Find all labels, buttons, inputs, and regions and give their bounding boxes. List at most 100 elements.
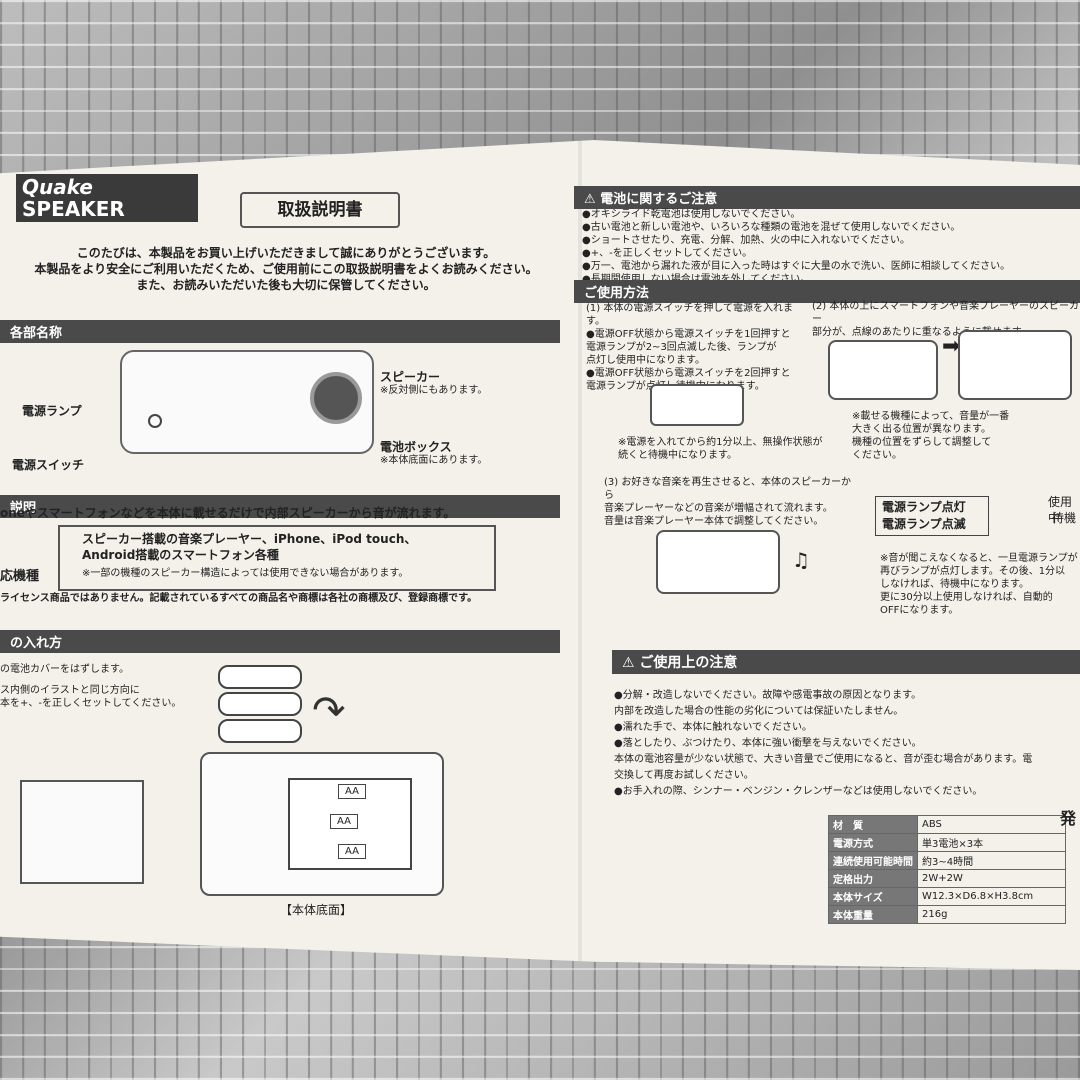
unit-bottom-illustration: AA AA AA: [200, 752, 444, 896]
note-line: 更に30分以上使用しなければ、自動的: [880, 592, 1053, 603]
manual-title: 取扱説明書: [240, 192, 400, 228]
paper-fold: [578, 140, 582, 970]
brand-logo: Quake SPEAKER: [16, 174, 198, 222]
note-line: 機種の位置をずらして調整して: [852, 437, 992, 448]
usage-caution-header: ⚠ ご使用上の注意: [612, 650, 1080, 674]
step-line: ●電源OFF状態から電源スイッチを2回押すと: [586, 368, 791, 379]
logo-line2: SPEAKER: [22, 197, 125, 221]
spec-value: ABS: [917, 815, 1066, 834]
speaker-cone-icon: [310, 372, 362, 424]
battery-caution-title: 電池に関するご注意: [600, 192, 718, 207]
list-item: 内部を改造した場合の性能の劣化については保証いたしません。: [614, 706, 904, 717]
list-item: ●万一、電池から漏れた液が目に入った時はすぐに大量の水で洗い、医師に相談してくだ…: [582, 261, 1011, 272]
speaker-illustration: [120, 350, 374, 454]
phone-placed-sketch: [958, 330, 1072, 400]
spec-value: 2W+2W: [917, 869, 1066, 888]
table-row: 連続使用可能時間約3~4時間: [828, 851, 1066, 870]
usage-caution-list: ●分解・改造しないでください。故障や感電事故の原因となります。 内部を改造した場…: [614, 688, 1080, 800]
spec-value: 単3電池×3本: [917, 833, 1066, 852]
lamp-on-label: 電源ランプ点灯: [882, 500, 966, 514]
compat-line: Android搭載のスマートフォン各種: [82, 548, 279, 562]
list-item: ●ショートさせたり、充電、分解、加熱、火の中に入れないでください。: [582, 235, 911, 246]
speaker-sketch: [650, 384, 744, 426]
usage-header: ご使用方法: [574, 280, 1080, 303]
step-3: (3) お好きな音楽を再生させると、本体のスピーカーから 音楽プレーヤーなどの音…: [604, 476, 854, 528]
battery-icon: [218, 665, 302, 689]
spec-key: 定格出力: [828, 869, 918, 888]
spec-key: 材 質: [828, 815, 918, 834]
aa-label: AA: [338, 784, 366, 799]
lamp-blink-label: 電源ランプ点滅: [882, 517, 966, 531]
description-header: 説明: [0, 495, 560, 518]
compat-line: スピーカー搭載の音楽プレーヤー、iPhone、iPod touch、: [82, 532, 417, 546]
step-line: 音量は音楽プレーヤー本体で調整してください。: [604, 516, 824, 527]
description-text: oneやスマートフォンなどを本体に載せるだけで内部スピーカーから音が流れます。: [0, 506, 456, 520]
note-line: 大きく出る位置が異なります。: [852, 424, 991, 435]
step-1-note: ※電源を入れてから約1分以上、無操作状態が 続くと待機中になります。: [618, 436, 828, 462]
battery-step: 本を+、-を正しくセットしてください。: [0, 698, 182, 709]
label-speaker-note: ※反対側にもあります。: [380, 385, 488, 396]
compat-note: ※一部の機種のスピーカー構造によっては使用できない場合があります。: [82, 568, 409, 579]
step-line: 部分が、点線のあたりに重なるように載せます。: [812, 327, 1031, 338]
list-item: ●オキシライド乾電池は使用しないでください。: [582, 209, 801, 220]
step-line: 電源ランプが2~3回点滅した後、ランプが: [586, 342, 777, 353]
instruction-sheet: Quake SPEAKER 取扱説明書 このたびは、本製品をお買い上げいただきま…: [0, 140, 1080, 970]
battery-step: ス内側のイラストと同じ方向に: [0, 685, 140, 696]
list-item: ●長期間使用しない場合は電池を外してください。: [582, 273, 1072, 286]
step-line: 音楽プレーヤーなどの音楽が増幅されて流れます。: [604, 503, 833, 514]
aa-label: AA: [330, 814, 358, 829]
step-1: (1) 本体の電源スイッチを押して電源を入れます。 ●電源OFF状態から電源スイ…: [586, 302, 811, 393]
list-item: ●お手入れの際、シンナー・ベンジン・クレンザーなどは使用しないでください。: [614, 786, 983, 797]
license-text: ライセンス商品ではありません。記載されているすべての商品名や商標は各社の商標及び…: [0, 593, 478, 604]
note-line: ください。: [852, 450, 902, 461]
intro-line: このたびは、本製品をお買い上げいただきまして誠にありがとうございます。: [76, 246, 496, 260]
side-glyph: 発: [1060, 809, 1077, 828]
step-2: (2) 本体の上にスマートフォンや音楽プレーヤーのスピーカー 部分が、点線のあた…: [812, 300, 1080, 339]
battery-icon: [218, 719, 302, 743]
list-item: ●濡れた手で、本体に触れないでください。: [614, 722, 813, 733]
compat-label: 応機種: [0, 569, 40, 584]
note-line: ※載せる機種によって、音量が一番: [852, 411, 1010, 422]
label-power-switch: 電源スイッチ: [12, 458, 85, 472]
step-line: 点灯し使用中になります。: [586, 355, 705, 366]
step-line: (1) 本体の電源スイッチを押して電源を入れます。: [586, 303, 794, 327]
list-item: ●古い電池と新しい電池や、いろいろな種類の電池を混ぜて使用しないでください。: [582, 222, 961, 233]
note-line: 再びランプが点灯します。その後、1分以: [880, 566, 1066, 577]
logo-line1: Quake: [22, 175, 93, 199]
power-switch-icon: [148, 414, 162, 428]
battery-icon: [218, 692, 302, 716]
intro-line: また、お読みいただいた後も大切に保管してください。: [136, 278, 436, 292]
step-line: (3) お好きな音楽を再生させると、本体のスピーカーから: [604, 477, 851, 501]
phone-on-speaker-sketch: [828, 340, 938, 400]
lamp-on-state: 使用中: [1048, 495, 1073, 525]
arrow-right-icon: ➡: [942, 334, 961, 359]
bottom-caption: 【本体底面】: [280, 903, 353, 917]
label-battery-box: 電池ボックス: [380, 440, 452, 454]
battery-steps: の電池カバーをはずします。 ス内側のイラストと同じ方向に 本を+、-を正しくセッ…: [0, 663, 181, 710]
label-battery-note: ※本体底面にあります。: [380, 455, 488, 466]
spec-value: 216g: [917, 905, 1066, 924]
step-2-note: ※載せる機種によって、音量が一番 大きく出る位置が異なります。 機種の位置をずら…: [852, 410, 1022, 462]
battery-insert-header: の入れ方: [0, 630, 560, 653]
spec-key: 本体重量: [828, 905, 918, 924]
label-speaker: スピーカー: [380, 370, 441, 384]
intro-line: 本製品をより安全にご利用いただくため、ご使用前にこの取扱説明書をよくお読みくださ…: [34, 262, 538, 276]
note-line: ※電源を入れてから約1分以上、無操作状態が: [618, 437, 823, 448]
battery-step: の電池カバーをはずします。: [0, 664, 129, 675]
lamp-blink-state: 待機: [1052, 511, 1077, 525]
list-item: ●+、-を正しくセットしてください。: [582, 248, 753, 259]
spec-value: 約3~4時間: [917, 851, 1066, 870]
music-playing-sketch: [656, 530, 780, 594]
list-item: ●落としたり、ぶつけたり、本体に強い衝撃を与えないでください。: [614, 738, 922, 749]
music-note-icon: ♫: [792, 548, 810, 572]
lamp-status-box: 電源ランプ点灯 電源ランプ点滅: [875, 496, 989, 536]
parts-header: 各部名称: [0, 320, 560, 343]
note-line: 続くと待機中になります。: [618, 450, 737, 461]
note-line: OFFになります。: [880, 605, 959, 616]
battery-cover-illustration: [20, 780, 144, 884]
spec-value: W12.3×D6.8×H3.8cm: [917, 887, 1066, 906]
